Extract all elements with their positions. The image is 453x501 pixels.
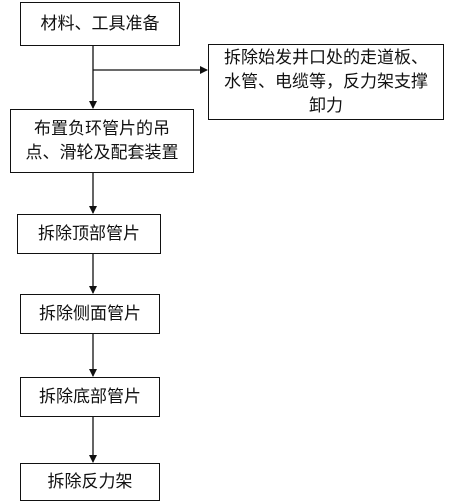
step-label: 拆除始发井口处的走道板、水管、电缆等，反力架支撑卸力 xyxy=(224,48,428,116)
step-label: 拆除顶部管片 xyxy=(38,224,140,244)
step-remove-bottom-segment: 拆除底部管片 xyxy=(20,377,160,417)
step-remove-top-segment: 拆除顶部管片 xyxy=(17,214,161,254)
step-label: 布置负环管片的吊点、滑轮及配套装置 xyxy=(25,119,179,163)
step-label: 拆除侧面管片 xyxy=(39,304,141,324)
step-remove-walkway: 拆除始发井口处的走道板、水管、电缆等，反力架支撑卸力 xyxy=(208,44,444,120)
step-label: 拆除底部管片 xyxy=(39,387,141,407)
step-label: 拆除反力架 xyxy=(47,472,133,492)
step-remove-side-segment: 拆除侧面管片 xyxy=(20,294,160,334)
step-remove-reaction-frame: 拆除反力架 xyxy=(20,463,160,501)
step-label: 材料、工具准备 xyxy=(40,14,160,34)
step-arrange-lifting: 布置负环管片的吊点、滑轮及配套装置 xyxy=(10,109,194,173)
step-materials-tools: 材料、工具准备 xyxy=(20,2,180,46)
